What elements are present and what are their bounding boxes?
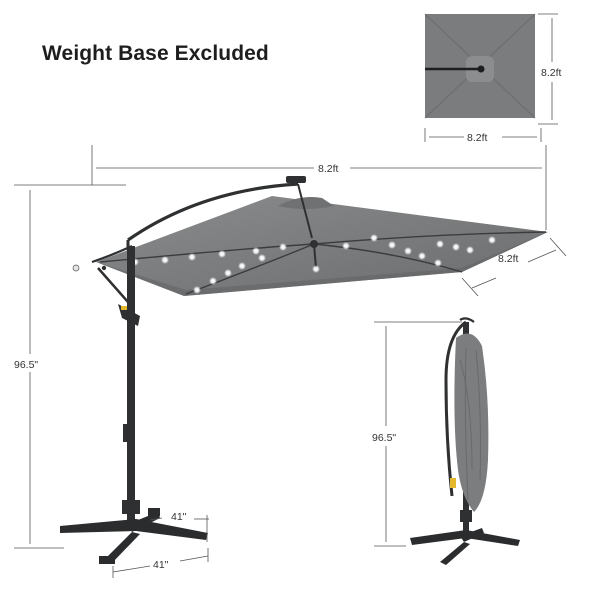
top-view-height-dimension: 8.2ft — [538, 13, 562, 125]
closed-crank — [450, 478, 456, 488]
base-width-label: 41" — [171, 511, 187, 523]
hanger-pole — [297, 183, 313, 239]
closed-canopy — [454, 333, 489, 512]
closed-height-dimension: 96.5" — [372, 321, 462, 547]
solar-panel — [286, 176, 306, 183]
headline: Weight Base Excluded — [42, 42, 269, 65]
canopy-depth-label: 8.2ft — [498, 253, 519, 265]
cantilever-arm — [127, 182, 299, 242]
led-light-strip-front — [193, 254, 320, 294]
canopy-width-dimension: 8.2ft — [91, 145, 547, 230]
open-umbrella — [60, 176, 548, 564]
closed-umbrella — [410, 317, 520, 565]
open-height-dimension: 96.5" — [14, 184, 126, 549]
led-light-strip-right — [342, 234, 496, 267]
cross-base — [60, 508, 208, 564]
top-view: 8.2ft 8.2ft — [424, 13, 562, 144]
canopy-depth-dimension: 8.2ft — [461, 237, 567, 297]
closed-height-label: 96.5" — [372, 432, 396, 444]
open-height-label: 96.5" — [14, 359, 38, 371]
top-view-height-label: 8.2ft — [541, 67, 562, 79]
main-pole — [127, 246, 135, 524]
closed-arm — [444, 320, 467, 497]
base-depth-dimension: 41" — [112, 548, 209, 578]
canopy-vent — [278, 197, 334, 209]
top-view-width-label: 8.2ft — [467, 132, 488, 144]
closed-cross-base — [410, 528, 520, 565]
top-view-width-dimension: 8.2ft — [424, 128, 542, 144]
canopy-width-label: 8.2ft — [318, 163, 339, 175]
base-width-dimension: 41" — [149, 511, 209, 542]
base-depth-label: 41" — [153, 559, 169, 571]
